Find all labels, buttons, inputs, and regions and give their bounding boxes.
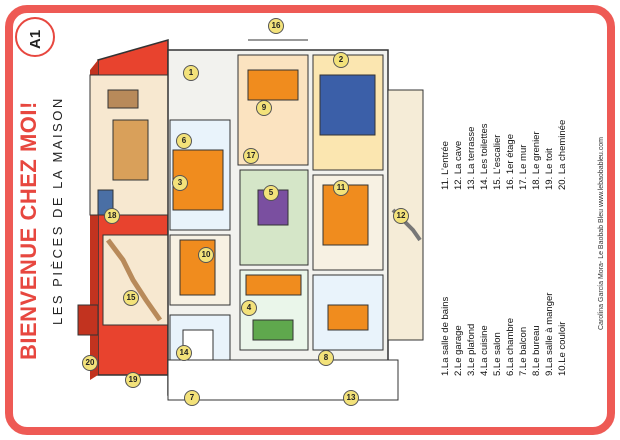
marker-8: 8 [318,350,334,366]
marker-2: 2 [333,52,349,68]
vocab-item-7: 7.Le balcon [518,326,529,376]
marker-6: 6 [176,133,192,149]
marker-10: 10 [198,247,214,263]
vocab-item-2: 2.Le garage [453,325,464,376]
vocab-item-10: 10.Le couloir [557,321,568,376]
marker-13: 13 [343,390,359,406]
house-drawing [77,39,424,401]
vocab-item-17: 17. Le mur [518,144,529,190]
page-title: BIENVENUE CHEZ MOI! [16,101,41,360]
vocab-item-11: 11. L’entrée [440,141,451,190]
vocab-item-19: 19. Le toit [544,148,555,190]
vocab-item-18: 18. Le grenier [531,131,542,190]
marker-3: 3 [172,175,188,191]
marker-15: 15 [123,290,139,306]
level-text: A1 [27,29,44,49]
level-badge: A1 [15,17,55,57]
marker-18: 18 [104,208,120,224]
house-illustration: 1 2 3 4 5 6 7 8 9 10 11 12 13 14 15 16 1… [68,18,438,430]
marker-5: 5 [263,185,279,201]
vocab-item-14: 14. Les toilettes [479,123,490,190]
marker-14: 14 [176,345,192,361]
marker-9: 9 [256,100,272,116]
vocab-item-1: 1.La salle de bains [440,296,451,376]
vocab-item-3: 3.Le plafond [466,323,477,376]
marker-4: 4 [241,300,257,316]
marker-12: 12 [393,208,409,224]
vocab-item-8: 8.Le bureau [531,325,542,376]
vocab-item-12: 12. La cave [453,140,464,190]
marker-16: 16 [268,18,284,34]
vocab-item-13: 13. La terrasse [466,126,477,190]
vocab-item-9: 9.La salle à manger [544,292,555,376]
marker-11: 11 [333,180,349,196]
vocab-item-16: 16. 1er étage [505,134,516,190]
credit-line: Carolina García Mora- Le Baobab Bleu www… [598,137,605,330]
marker-17: 17 [243,148,259,164]
vocab-item-4: 4.La cuisine [479,325,490,376]
vocab-item-5: 5.Le salon [492,332,503,376]
marker-7: 7 [184,390,200,406]
vocab-item-20: 20. La cheminée [557,119,568,190]
page-subtitle: LES PIÈCES DE LA MAISON [50,96,65,325]
marker-1: 1 [183,65,199,81]
marker-19: 19 [125,372,141,388]
marker-20: 20 [82,355,98,371]
vocab-item-6: 6.La chambre [505,317,516,376]
vocab-item-15: 15. L’escalier [492,134,503,190]
